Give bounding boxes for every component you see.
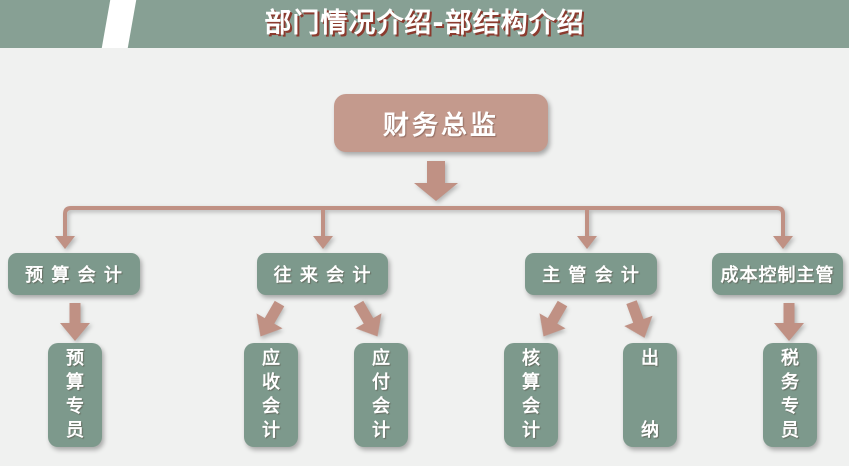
- org-node-cost-control-supervisor: 成本控制主管: [712, 253, 843, 295]
- down-left-arrow-icon: [539, 300, 568, 337]
- org-node-budget-specialist: 预 算 专 员: [48, 343, 102, 447]
- arrowhead-icon: [55, 236, 75, 249]
- org-node-root-label: 财务总监: [382, 110, 499, 141]
- org-node-cashier: 出 纳: [623, 343, 677, 447]
- org-node-chief-accountant: 主 管 会 计: [525, 253, 657, 295]
- header-bar: 部门情况介绍-部结构介绍: [0, 0, 849, 48]
- down-left-arrow-icon: [256, 300, 285, 337]
- org-node-budget-accounting: 预 算 会 计: [8, 253, 140, 295]
- org-node-verification-accountant: 核 算 会 计: [504, 343, 558, 447]
- org-node-label: 税 务 专 员: [781, 348, 799, 441]
- down-arrow-icon: [60, 303, 90, 341]
- org-node-receivable-accountant: 应 收 会 计: [244, 343, 298, 447]
- arrowhead-icon: [773, 236, 793, 249]
- org-node-label: 预 算 专 员: [66, 348, 84, 441]
- connector-lines: [55, 206, 793, 249]
- org-node-label: 应 付 会 计: [372, 348, 390, 441]
- down-right-arrow-icon: [353, 300, 382, 337]
- org-node-label: 出 纳: [641, 348, 659, 441]
- page-title: 部门情况介绍-部结构介绍: [264, 8, 585, 39]
- org-node-root: 财务总监: [334, 94, 548, 152]
- down-right-arrow-icon: [624, 300, 653, 338]
- down-arrow-icon: [774, 303, 804, 341]
- org-node-label: 成本控制主管: [720, 265, 835, 286]
- org-node-label: 核 算 会 计: [522, 348, 540, 441]
- org-node-current-accounting: 往 来 会 计: [257, 253, 388, 295]
- org-node-label: 主 管 会 计: [542, 265, 640, 286]
- arrowhead-icon: [577, 236, 597, 249]
- down-arrow-icon: [414, 161, 458, 201]
- org-node-label: 往 来 会 计: [273, 265, 372, 286]
- org-node-label: 应 收 会 计: [262, 348, 280, 441]
- org-node-tax-specialist: 税 务 专 员: [763, 343, 817, 447]
- arrowhead-icon: [313, 236, 333, 249]
- org-node-payable-accountant: 应 付 会 计: [354, 343, 408, 447]
- org-node-label: 预 算 会 计: [25, 265, 123, 286]
